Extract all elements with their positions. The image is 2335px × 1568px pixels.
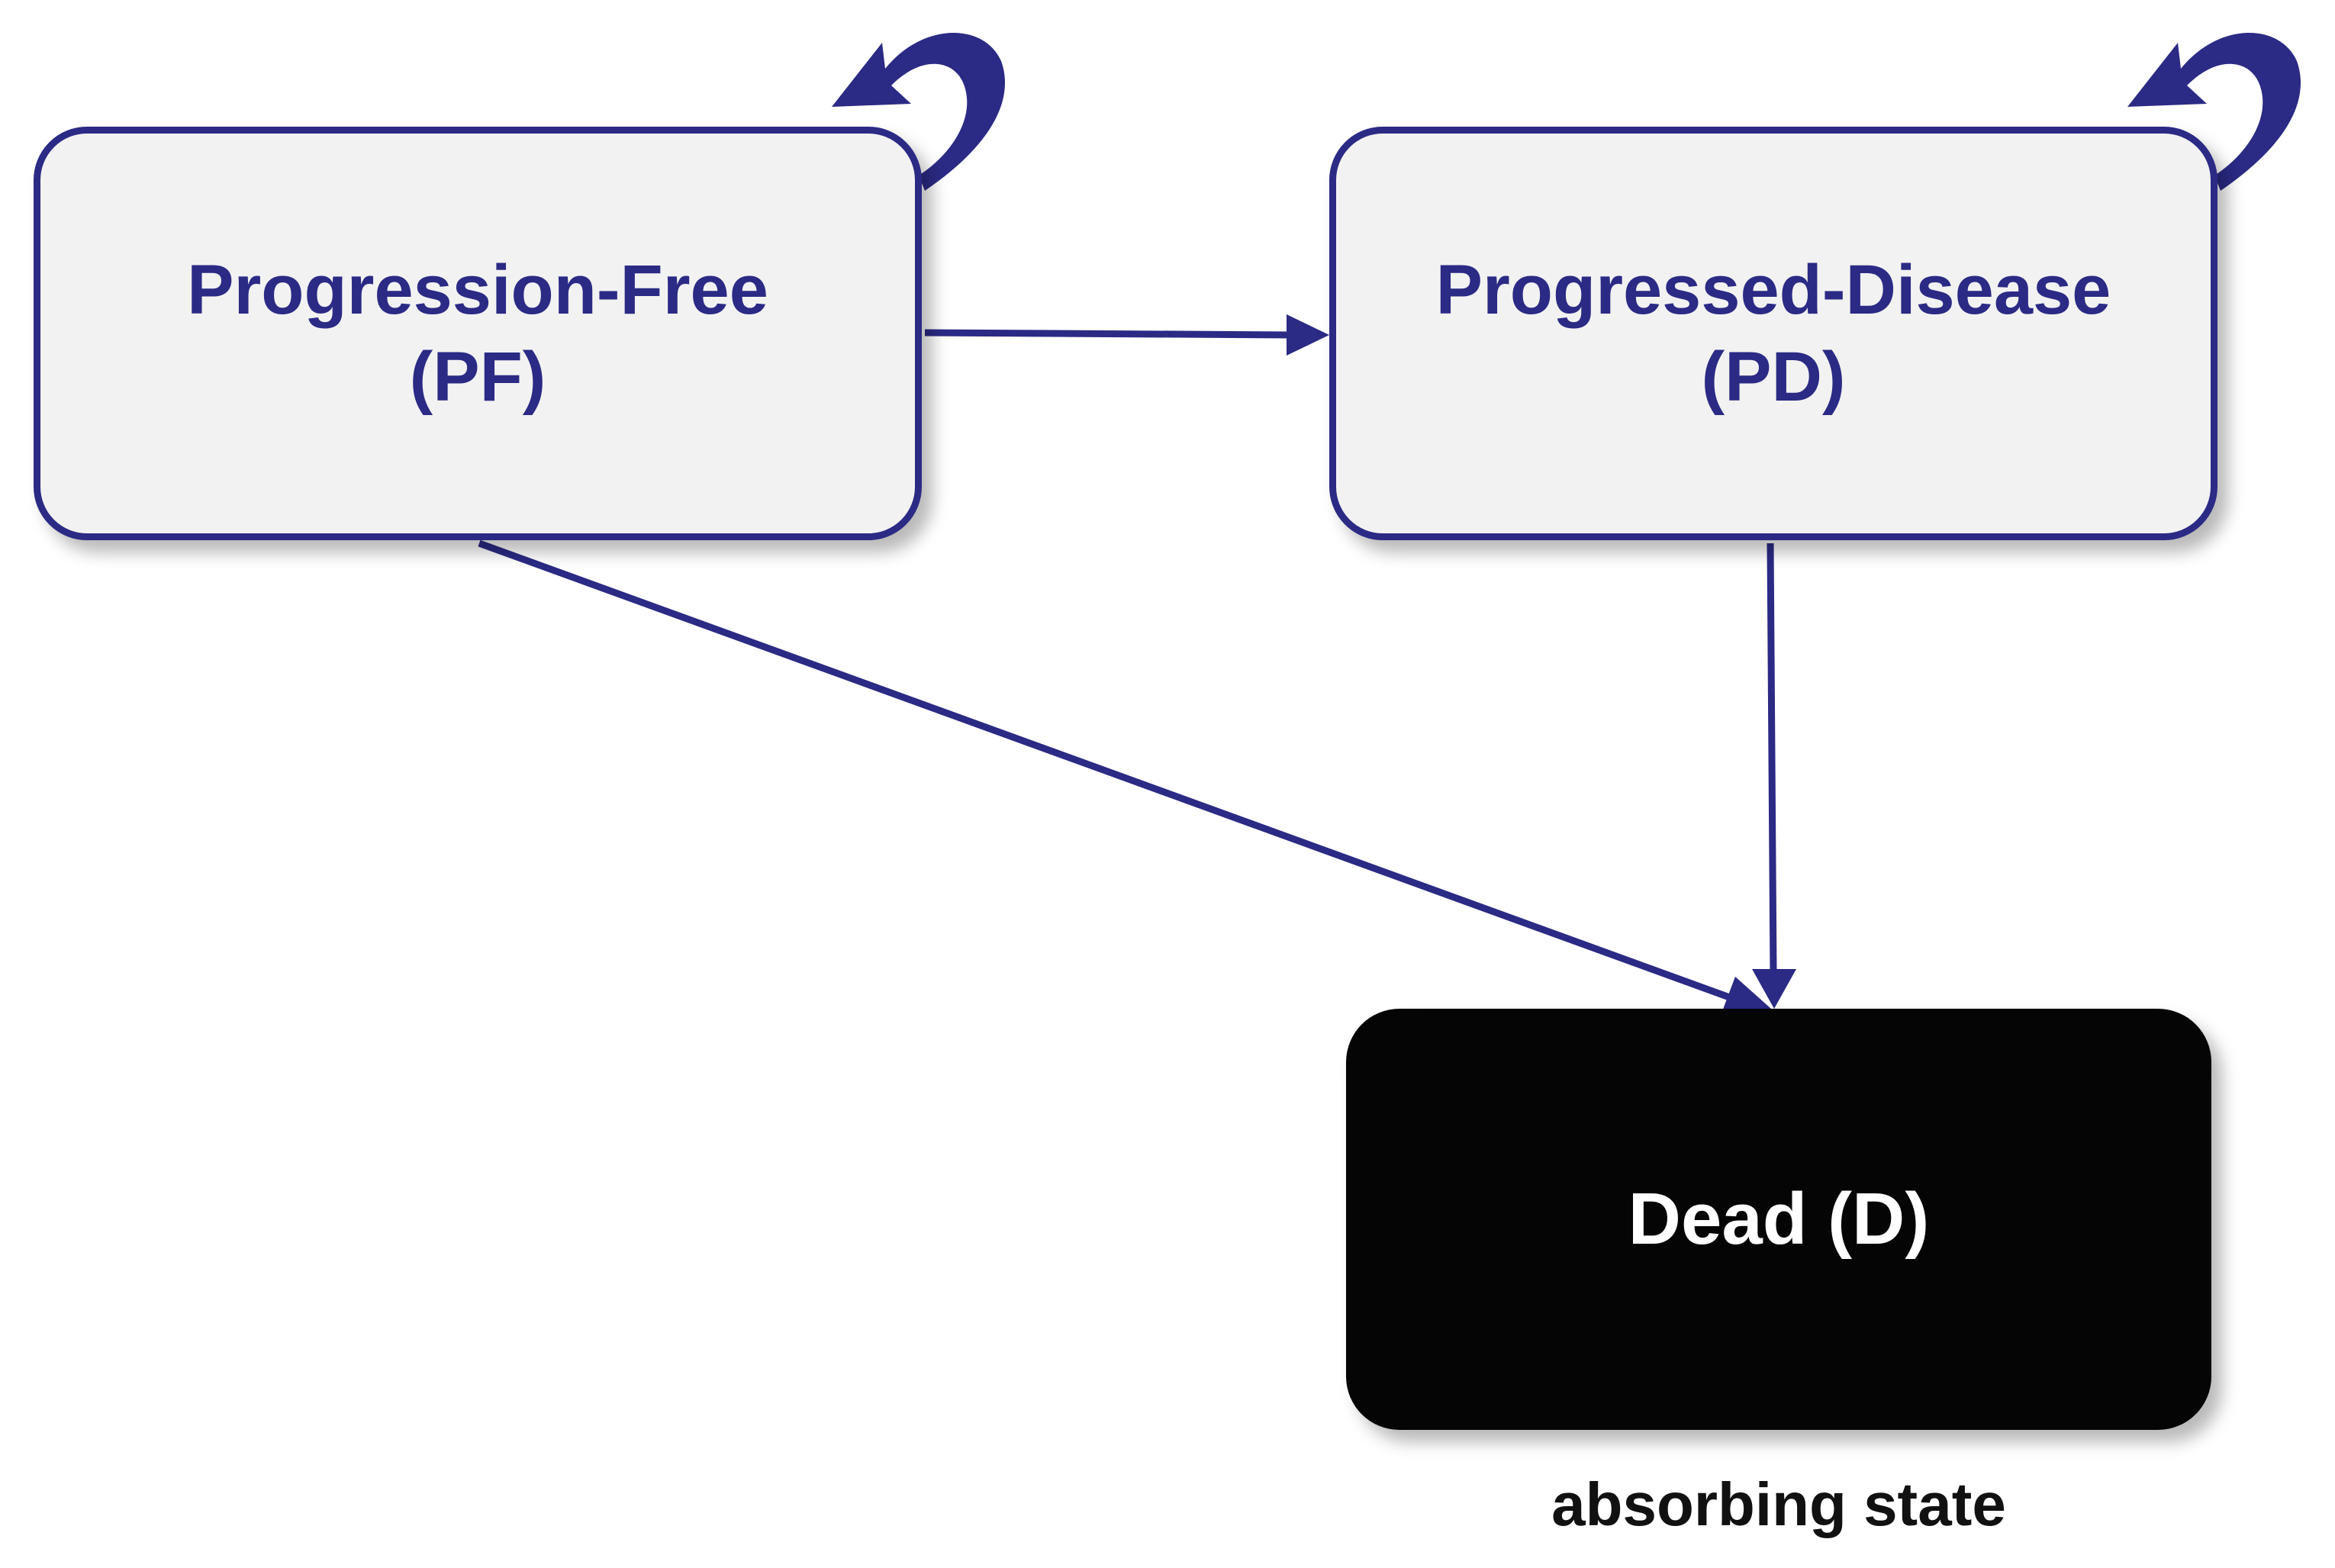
state-progressed-disease: Progressed-Disease (PD) [1329,127,2217,540]
state-pf-name: Progression-Free [187,251,768,329]
arrowhead-pf-to-dead [1721,977,1778,1015]
state-dead-label-wrap: Dead (D) [1628,1176,1930,1263]
self-loop-arrow-pd [2127,32,2301,191]
state-dead: Dead (D) [1346,1009,2211,1430]
arrow-pd-to-dead [1767,543,1777,974]
self-loop-arrow-pf [832,32,1005,191]
state-dead-label: Dead (D) [1628,1178,1930,1260]
state-pd-name: Progressed-Disease [1435,251,2111,329]
state-pd-abbr: (PD) [1701,338,1846,416]
arrow-pf-to-dead [478,539,1741,1005]
absorbing-state-caption: absorbing state [1551,1470,2006,1538]
state-pf-abbr: (PF) [409,338,546,416]
state-progression-free: Progression-Free (PF) [34,127,922,540]
arrowhead-pd-to-dead [1752,969,1796,1009]
arrowhead-pf-to-pd [1287,314,1329,356]
arrow-pf-to-pd [924,329,1295,339]
